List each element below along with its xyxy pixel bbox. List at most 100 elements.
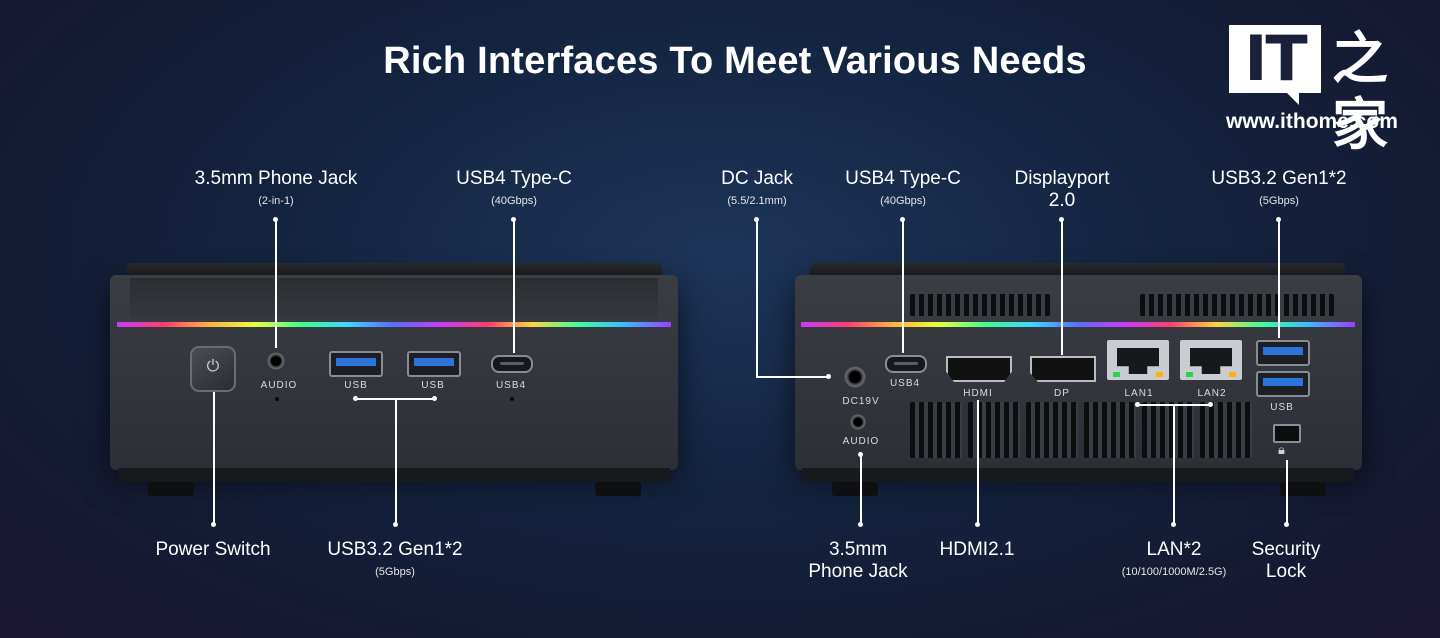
callout-usb32-right: USB3.2 Gen1*2 (5Gbps) <box>1211 168 1346 208</box>
right-foot-2 <box>1280 482 1326 496</box>
connector-dot <box>1284 522 1289 527</box>
right-vent-d <box>1084 402 1136 458</box>
logo-cn-text: 之家 <box>1332 26 1390 158</box>
callout-lan: LAN*2 (10/100/1000M/2.5G) <box>1122 539 1227 579</box>
callout-label: USB4 Type-C <box>845 168 961 189</box>
connector-line <box>902 220 904 353</box>
displayport-port <box>1030 356 1096 382</box>
audio-jack <box>267 352 285 370</box>
connector-dot <box>273 217 278 222</box>
page-title: Rich Interfaces To Meet Various Needs <box>383 40 1087 82</box>
left-foot-1 <box>148 482 194 496</box>
connector-dot <box>975 522 980 527</box>
connector-dot <box>393 522 398 527</box>
connector-dot <box>211 522 216 527</box>
lan1-port-label: LAN1 <box>1124 388 1154 399</box>
callout-label-line2: Lock <box>1265 561 1307 582</box>
lan2-port-label: LAN2 <box>1197 388 1227 399</box>
usb-port-right-1 <box>1256 340 1310 366</box>
usb-port-right-label: USB <box>1270 402 1294 413</box>
callout-label: USB3.2 Gen1*2 <box>1211 168 1347 189</box>
callout-label: USB3.2 Gen1*2 <box>327 539 463 560</box>
callout-power-switch: Power Switch <box>155 539 270 561</box>
power-icon: ⏻ <box>206 358 220 375</box>
usb-port-2-label: USB <box>421 380 445 391</box>
connector-dot <box>511 217 516 222</box>
callout-label: Displayport <box>1014 168 1110 189</box>
dc-jack <box>844 366 866 388</box>
usb4-port-label-right: USB4 <box>889 378 921 389</box>
ithome-logo: IT <box>1229 22 1321 105</box>
connector-dot <box>1135 402 1140 407</box>
callout-label: Power Switch <box>155 539 271 560</box>
callout-sub: (40Gbps) <box>880 195 926 207</box>
audio-jack-right <box>850 414 866 430</box>
usb-port-1-label: USB <box>344 380 368 391</box>
connector-dot <box>353 396 358 401</box>
right-vent-b <box>968 402 1020 458</box>
connector-line <box>395 398 397 525</box>
logo-it-text: IT <box>1244 22 1307 95</box>
callout-phone-jack-right: 3.5mm Phone Jack <box>808 539 907 583</box>
callout-label: 3.5mm Phone Jack <box>194 168 358 189</box>
right-foot-1 <box>832 482 878 496</box>
callout-dc-jack: DC Jack (5.5/2.1mm) <box>721 168 793 208</box>
usb-port-1 <box>329 351 383 377</box>
usb-port-2 <box>407 351 461 377</box>
connector-dot <box>1059 217 1064 222</box>
right-rgb-strip <box>801 322 1355 327</box>
usb4-port <box>491 355 533 373</box>
callout-label-line2: 2.0 <box>1048 190 1076 211</box>
connector-line <box>977 400 979 525</box>
connector-dot <box>1171 522 1176 527</box>
connector-line <box>860 455 862 525</box>
callout-sub: (5Gbps) <box>375 566 415 578</box>
callout-label: LAN*2 <box>1146 539 1202 560</box>
left-device-top-panel <box>130 278 658 318</box>
dp-port-label: DP <box>1054 388 1070 399</box>
connector-dot <box>1208 402 1213 407</box>
security-lock-slot <box>1273 424 1301 443</box>
callout-label: USB4 Type-C <box>456 168 572 189</box>
callout-label: 3.5mm <box>828 539 888 560</box>
callout-sub: (2-in-1) <box>258 195 294 207</box>
connector-dot <box>826 374 831 379</box>
dc-port-label: DC19V <box>842 396 880 407</box>
left-device-lid <box>126 263 662 275</box>
connector-line <box>1173 404 1175 525</box>
callout-displayport: Displayport 2.0 <box>1014 168 1109 212</box>
callout-sub: (40Gbps) <box>491 195 537 207</box>
right-device-lid <box>810 263 1346 275</box>
connector-dot <box>754 217 759 222</box>
connector-line <box>1286 460 1288 525</box>
hdmi-port-label: HDMI <box>963 388 993 399</box>
callout-usb4-right: USB4 Type-C (40Gbps) <box>845 168 961 208</box>
lan-port-1 <box>1107 340 1169 380</box>
right-vent-c <box>1026 402 1078 458</box>
callout-sub: (5.5/2.1mm) <box>727 195 787 207</box>
callout-sub: (10/100/1000M/2.5G) <box>1121 566 1227 578</box>
connector-line <box>213 392 215 525</box>
callout-sub: (5Gbps) <box>1259 195 1299 207</box>
connector-dot <box>432 396 437 401</box>
callout-usb32-left: USB3.2 Gen1*2 (5Gbps) <box>327 539 462 579</box>
callout-label-line2: Phone Jack <box>808 561 908 582</box>
right-device-base <box>802 468 1354 482</box>
audio-port-label-right: AUDIO <box>842 436 880 447</box>
right-vent-e <box>1142 402 1194 458</box>
usb4-port-right <box>885 355 927 373</box>
callout-security-lock: Security Lock <box>1252 539 1321 583</box>
connector-line <box>1061 220 1063 355</box>
right-vent-a <box>910 402 962 458</box>
usb4-port-label: USB4 <box>495 380 527 391</box>
connector-dot <box>1276 217 1281 222</box>
power-button[interactable]: ⏻ <box>190 346 236 392</box>
right-top-vent-1 <box>910 294 1050 316</box>
hdmi-port <box>946 356 1012 382</box>
usb4-led <box>510 397 514 401</box>
connector-line <box>513 220 515 353</box>
callout-phone-jack-left: 3.5mm Phone Jack (2-in-1) <box>195 168 358 208</box>
audio-led <box>275 397 279 401</box>
logo-url: www.ithome.com <box>1226 110 1398 133</box>
connector-line <box>756 376 828 378</box>
